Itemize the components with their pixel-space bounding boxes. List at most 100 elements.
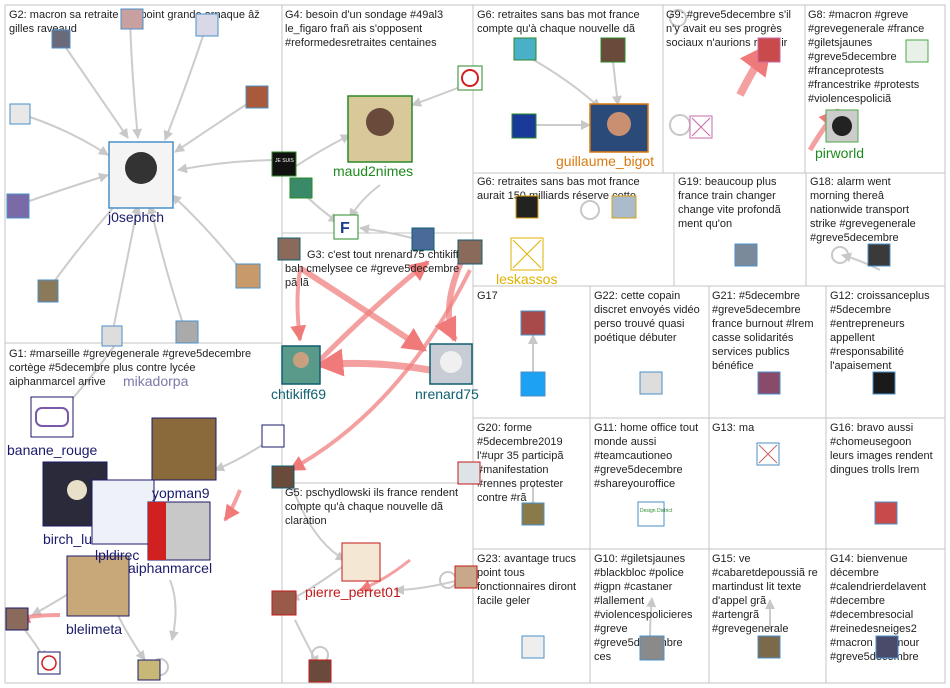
node-avatar[interactable] bbox=[511, 113, 537, 139]
node-avatar[interactable] bbox=[308, 659, 332, 683]
group-box-g17 bbox=[472, 285, 591, 419]
node-avatar[interactable] bbox=[5, 607, 29, 631]
nodes: JE SUIS F bbox=[5, 8, 929, 683]
node-avatar[interactable] bbox=[9, 103, 31, 125]
node-avatar[interactable] bbox=[520, 310, 546, 336]
node-avatar[interactable] bbox=[289, 177, 313, 199]
edge bbox=[61, 41, 129, 139]
group-title-g5: G5: pschydlowski ils france rendent bbox=[285, 487, 458, 499]
node-avatar[interactable] bbox=[457, 239, 483, 265]
node-avatar-lpldirec[interactable] bbox=[91, 479, 155, 545]
node-avatar[interactable] bbox=[734, 243, 758, 267]
group-line: fonctionnaires diront bbox=[477, 581, 576, 593]
node-avatar-face bbox=[832, 116, 852, 136]
group-title-g4: G4: besoin d'un sondage #49al3 bbox=[285, 9, 443, 21]
group-title-g20: G20: forme bbox=[477, 422, 532, 434]
node-avatar[interactable] bbox=[411, 227, 435, 251]
node-avatar[interactable] bbox=[867, 243, 891, 267]
node-avatar[interactable] bbox=[6, 193, 30, 219]
group-line: compte qu'à chaque nouvelle dã bbox=[285, 501, 444, 513]
group-title-g23: G23: avantage trucs bbox=[477, 553, 577, 565]
node-avatar[interactable] bbox=[277, 237, 301, 261]
node-avatar[interactable] bbox=[120, 8, 144, 30]
group-line: #chomeusegoon bbox=[830, 436, 911, 448]
group-line: morning thereâ bbox=[810, 190, 885, 202]
group-line: #violencespoliciã bbox=[808, 93, 892, 105]
node-avatar[interactable] bbox=[875, 635, 899, 659]
self-loop bbox=[669, 9, 687, 27]
node-avatar[interactable] bbox=[872, 371, 896, 395]
label-blelimeta: blelimeta bbox=[66, 621, 122, 637]
node-avatar[interactable] bbox=[611, 195, 637, 219]
label-lpldirec: lpldirec bbox=[95, 547, 139, 563]
node-avatar[interactable] bbox=[271, 465, 295, 489]
group-line: monde aussi bbox=[594, 436, 656, 448]
group-line: pã lã bbox=[285, 277, 310, 289]
node-avatar[interactable] bbox=[521, 502, 545, 526]
node-avatar[interactable] bbox=[515, 195, 539, 219]
node-avatar-figaro[interactable] bbox=[333, 214, 359, 240]
node-avatar[interactable] bbox=[757, 37, 781, 63]
node-avatar[interactable] bbox=[235, 263, 261, 289]
group-line: claration bbox=[285, 515, 327, 527]
group-line: appellent bbox=[830, 332, 875, 344]
node-avatar[interactable] bbox=[639, 635, 665, 661]
node-avatar[interactable] bbox=[757, 635, 781, 659]
group-title-g11: G11: home office tout bbox=[594, 422, 698, 434]
group-line: #franceprotests bbox=[808, 65, 884, 77]
node-avatar[interactable] bbox=[175, 320, 199, 344]
group-line: change vite profondã bbox=[678, 204, 782, 216]
group-line: #greve5decembre bbox=[712, 304, 801, 316]
phi-icon bbox=[41, 655, 57, 671]
group-line: #igpn #castaner bbox=[594, 581, 673, 593]
node-avatar[interactable] bbox=[457, 461, 481, 485]
edge bbox=[318, 260, 430, 362]
node-avatar[interactable] bbox=[271, 590, 297, 616]
node-avatar[interactable] bbox=[454, 565, 478, 589]
node-avatar-nrenard75[interactable] bbox=[429, 343, 473, 385]
group-line: discret envoyés vidéo bbox=[594, 304, 700, 316]
node-avatar[interactable] bbox=[520, 371, 546, 397]
node-avatar-je-suis[interactable] bbox=[271, 151, 297, 177]
node-avatar[interactable] bbox=[37, 651, 61, 675]
group-line: #greve5decembre bbox=[810, 232, 899, 244]
node-avatar[interactable] bbox=[639, 371, 663, 395]
node-avatar-design[interactable] bbox=[637, 501, 665, 527]
node-avatar[interactable] bbox=[245, 85, 269, 109]
node-avatar[interactable] bbox=[195, 13, 219, 37]
edge bbox=[174, 99, 254, 153]
group-line: #entrepreneurs bbox=[830, 318, 905, 330]
edge bbox=[171, 194, 246, 276]
node-avatar[interactable] bbox=[261, 424, 285, 448]
node-avatar[interactable] bbox=[600, 37, 626, 63]
group-title-g1: G1: #marseille #grevegenerale #greve5dec… bbox=[9, 348, 251, 360]
group-line: martindust lit texte bbox=[712, 581, 801, 593]
node-avatar-pierre-perret[interactable] bbox=[341, 542, 381, 582]
group-title-g7: G6: retraites sans bas mot france bbox=[477, 176, 640, 188]
broken-image-icon bbox=[758, 444, 778, 464]
node-avatar[interactable] bbox=[905, 39, 929, 63]
game-icon bbox=[35, 407, 69, 427]
edge bbox=[17, 172, 109, 206]
edge bbox=[163, 29, 206, 141]
group-line: dingues trolls lrem bbox=[830, 464, 919, 476]
group-line: #greve5decembre bbox=[808, 51, 897, 63]
node-avatar-yopman9[interactable] bbox=[151, 417, 217, 481]
edge bbox=[223, 489, 242, 522]
group-line: ment qu'on bbox=[678, 218, 732, 230]
group-line: #lallement bbox=[594, 595, 644, 607]
node-avatar[interactable] bbox=[521, 635, 545, 659]
node-avatar[interactable] bbox=[757, 371, 781, 395]
node-avatar-blelimeta[interactable] bbox=[66, 555, 130, 617]
node-avatar[interactable] bbox=[137, 659, 161, 681]
node-avatar[interactable] bbox=[101, 325, 123, 347]
group-line: bah cmelysee ce #greve5decembre bbox=[285, 263, 459, 275]
node-avatar[interactable] bbox=[37, 279, 59, 303]
node-avatar[interactable] bbox=[874, 501, 898, 525]
node-avatar[interactable] bbox=[513, 37, 537, 61]
group-title-g13: G13: ma bbox=[712, 422, 755, 434]
node-avatar[interactable] bbox=[30, 396, 74, 438]
edge bbox=[177, 159, 283, 174]
node-avatar[interactable] bbox=[51, 29, 71, 49]
